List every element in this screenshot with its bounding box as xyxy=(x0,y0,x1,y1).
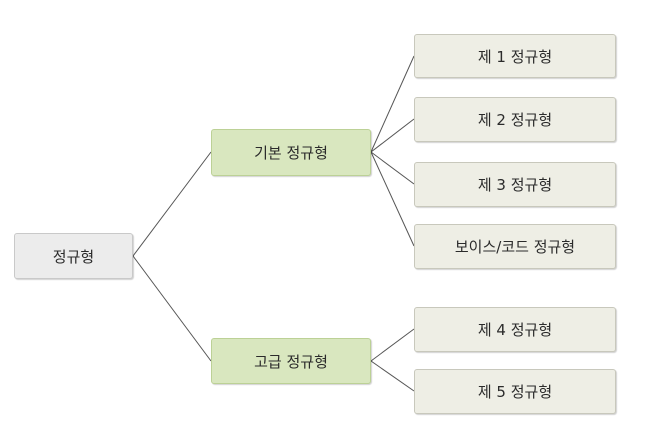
node-boyce-codd-normal-form: 보이스/코드 정규형 xyxy=(414,224,616,269)
edge-basic-3nf xyxy=(370,151,415,185)
node-boyce-codd-normal-form-label: 보이스/코드 정규형 xyxy=(454,238,576,256)
node-fourth-normal-form: 제 4 정규형 xyxy=(414,307,616,352)
node-first-normal-form-label: 제 1 정규형 xyxy=(477,47,553,66)
edge-basic-2nf xyxy=(370,118,415,153)
node-basic-normal-form: 기본 정규형 xyxy=(211,129,371,176)
edge-advanced-4nf xyxy=(370,328,415,362)
node-normal-form: 정규형 xyxy=(14,233,133,279)
edge-basic-bcnf xyxy=(370,151,415,247)
node-advanced-normal-form-label: 고급 정규형 xyxy=(254,352,328,371)
node-advanced-normal-form: 고급 정규형 xyxy=(211,338,371,384)
node-fourth-normal-form-label: 제 4 정규형 xyxy=(477,321,553,339)
edge-root-advanced xyxy=(132,255,212,362)
node-fifth-normal-form: 제 5 정규형 xyxy=(414,369,616,414)
node-first-normal-form: 제 1 정규형 xyxy=(414,34,616,78)
node-third-normal-form: 제 3 정규형 xyxy=(414,162,616,207)
node-basic-normal-form-label: 기본 정규형 xyxy=(254,144,328,162)
node-second-normal-form: 제 2 정규형 xyxy=(414,97,616,142)
node-fifth-normal-form-label: 제 5 정규형 xyxy=(477,383,553,401)
node-normal-form-label: 정규형 xyxy=(52,247,95,266)
edge-advanced-5nf xyxy=(370,360,415,392)
edge-root-basic xyxy=(132,151,212,257)
edge-basic-1nf xyxy=(370,55,415,153)
node-third-normal-form-label: 제 3 정규형 xyxy=(477,176,553,194)
node-second-normal-form-label: 제 2 정규형 xyxy=(477,111,553,129)
